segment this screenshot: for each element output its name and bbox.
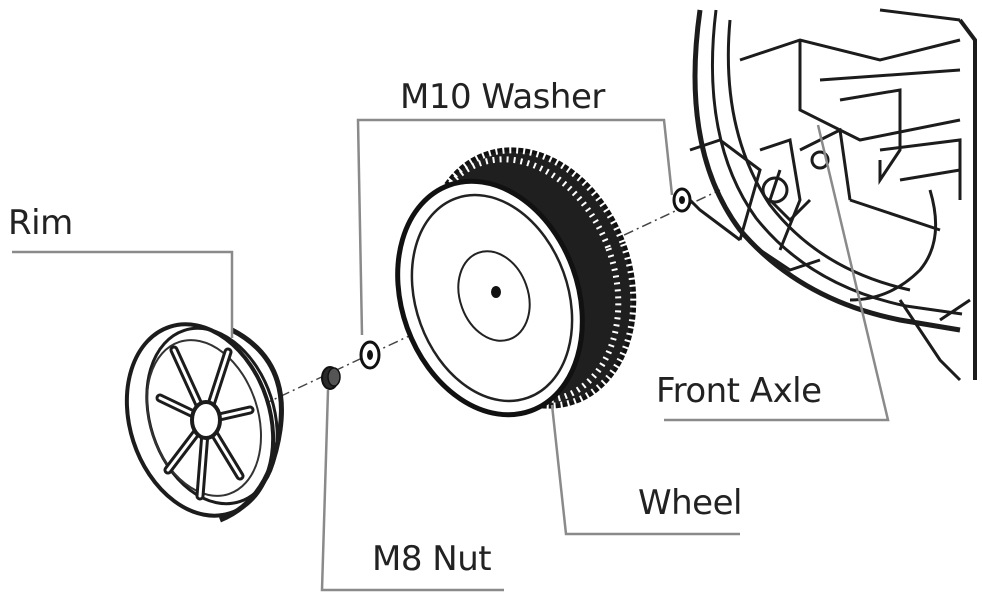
m10-washer-label: M10 Washer (400, 77, 605, 117)
m8-nut-part (321, 366, 341, 390)
rim-leader (12, 250, 234, 338)
m10-washer-rear-part (672, 187, 692, 213)
front-axle-label: Front Axle (656, 371, 822, 411)
wheel-part (395, 145, 639, 418)
leader-lines (12, 118, 890, 592)
assembly-axis-line (261, 189, 721, 406)
nut-leader (320, 389, 504, 592)
m10-washer-front-part (359, 340, 381, 370)
washer-leader (356, 118, 674, 336)
axle-leader (664, 124, 890, 422)
rim-part (124, 322, 284, 523)
wheel-label: Wheel (638, 483, 742, 523)
front-axle-chassis-part (688, 8, 977, 382)
m8-nut-label: M8 Nut (372, 539, 492, 579)
rim-label: Rim (8, 203, 73, 243)
wheel-leader (550, 404, 740, 536)
